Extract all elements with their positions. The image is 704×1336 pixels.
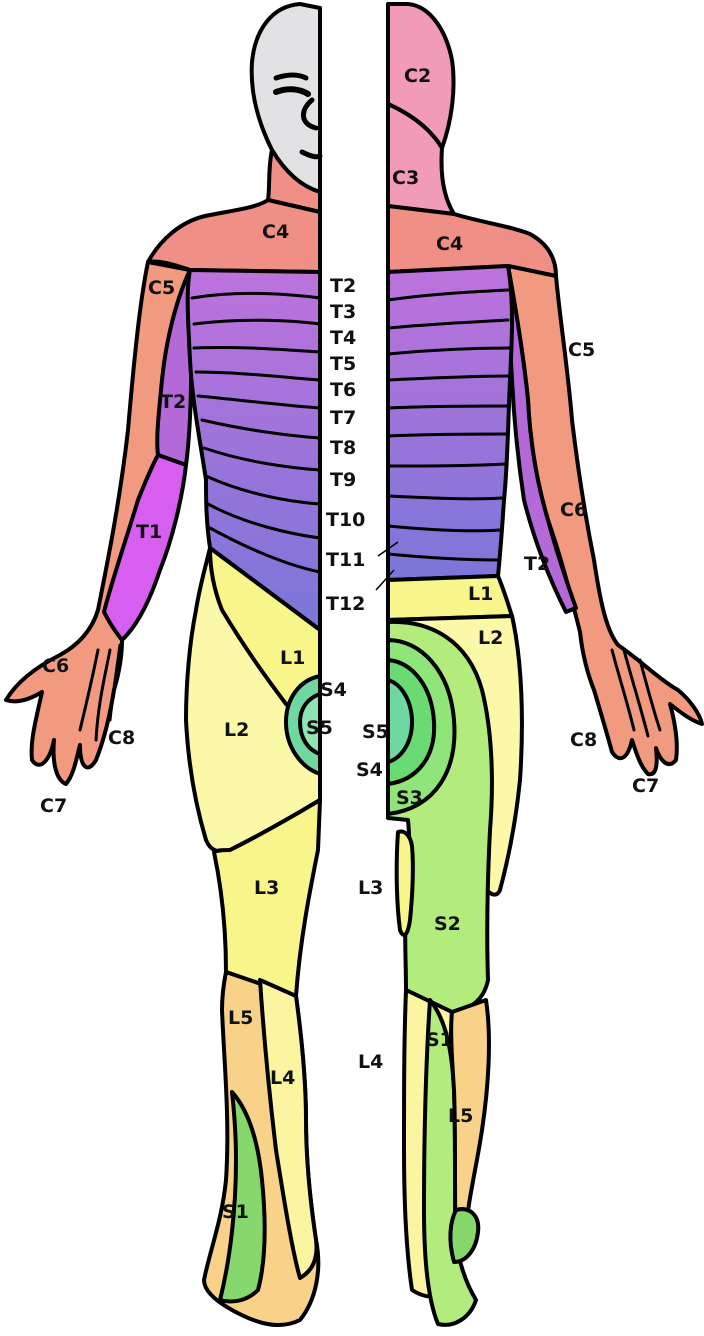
shoulder-c4-region (386, 204, 558, 278)
right-l3-strip (394, 829, 415, 937)
left-s1-region (218, 1090, 267, 1304)
label-right-c4: C4 (436, 233, 463, 255)
label-right-c8: C8 (570, 729, 597, 751)
label-right-l2: L2 (478, 627, 503, 649)
label-right-c6: C6 (560, 499, 587, 521)
label-right-l3: L3 (358, 877, 383, 899)
label-right-c7: C7 (632, 775, 659, 797)
label-mid-t11: T11 (326, 549, 365, 571)
neck-region (266, 148, 322, 214)
face-region (249, 2, 322, 194)
label-right-c2: C2 (404, 65, 431, 87)
arm-t1-band (102, 453, 188, 642)
label-left-l4: L4 (270, 1067, 295, 1089)
label-mid-t8: T8 (330, 437, 356, 459)
right-thoracic-lines (386, 288, 512, 562)
mouth-mark (299, 149, 323, 160)
label-left-c8: C8 (108, 727, 135, 749)
label-left-l5: L5 (228, 1007, 253, 1029)
label-right-c5: C5 (568, 339, 595, 361)
label-left-t1: T1 (136, 521, 162, 543)
label-mid-t4: T4 (330, 327, 356, 349)
label-left-s1: S1 (222, 1201, 249, 1223)
label-left-l1: L1 (280, 647, 305, 669)
label-mid-t10: T10 (326, 509, 365, 531)
label-mid-t7: T7 (330, 407, 356, 429)
label-left-c5: C5 (148, 277, 175, 299)
label-right-l5: L5 (448, 1105, 473, 1127)
hand-finger-lines (610, 648, 662, 738)
left-l3-region (212, 798, 322, 998)
nose-mark (301, 97, 319, 131)
label-left-c7: C7 (40, 795, 67, 817)
thorax-region (185, 268, 322, 632)
label-right-s4: S4 (356, 759, 383, 781)
left-sacral-inner (298, 692, 322, 756)
label-right-c3: C3 (392, 167, 419, 189)
label-right-l1: L1 (468, 583, 493, 605)
label-left-l3: L3 (254, 877, 279, 899)
left-l4-region (258, 978, 319, 1280)
thorax-region (386, 264, 514, 582)
label-right-l4: L4 (358, 1051, 383, 1073)
t12-pointer (375, 569, 395, 591)
left-thoracic-lines (190, 291, 322, 574)
label-left-l2: L2 (224, 719, 249, 741)
label-left-c6: C6 (42, 655, 69, 677)
label-mid-t2: T2 (330, 275, 356, 297)
t11-pointer (377, 541, 399, 557)
label-right-s5: S5 (362, 721, 389, 743)
label-mid-t12: T12 (326, 593, 365, 615)
right-s5-ring (386, 678, 414, 764)
label-right-s3: S3 (396, 787, 423, 809)
neck-c3-region (386, 102, 456, 216)
label-left-t2: T2 (160, 391, 186, 413)
right-l1-region (386, 574, 514, 622)
label-mid-t5: T5 (330, 353, 356, 375)
eye-mark (273, 86, 311, 97)
label-left-s4: S4 (320, 679, 347, 701)
label-right-t2: T2 (524, 553, 550, 575)
label-left-s5: S5 (306, 717, 333, 739)
label-right-s2: S2 (434, 913, 461, 935)
label-left-c4: C4 (262, 221, 289, 243)
label-mid-t3: T3 (330, 301, 356, 323)
hand-finger-lines (78, 643, 122, 742)
eyebrow-mark (273, 72, 309, 81)
label-mid-t9: T9 (330, 469, 356, 491)
label-mid-t6: T6 (330, 379, 356, 401)
label-right-s1: S1 (426, 1029, 453, 1051)
labels: C4 C5 T2 T1 C6 C8 C7 L1 L2 S4 S5 L3 L5 L… (40, 65, 659, 1223)
shoulder-c4-region (146, 198, 322, 274)
right-half (375, 2, 704, 1327)
right-foot-region (448, 1207, 481, 1264)
left-half (4, 2, 323, 1327)
